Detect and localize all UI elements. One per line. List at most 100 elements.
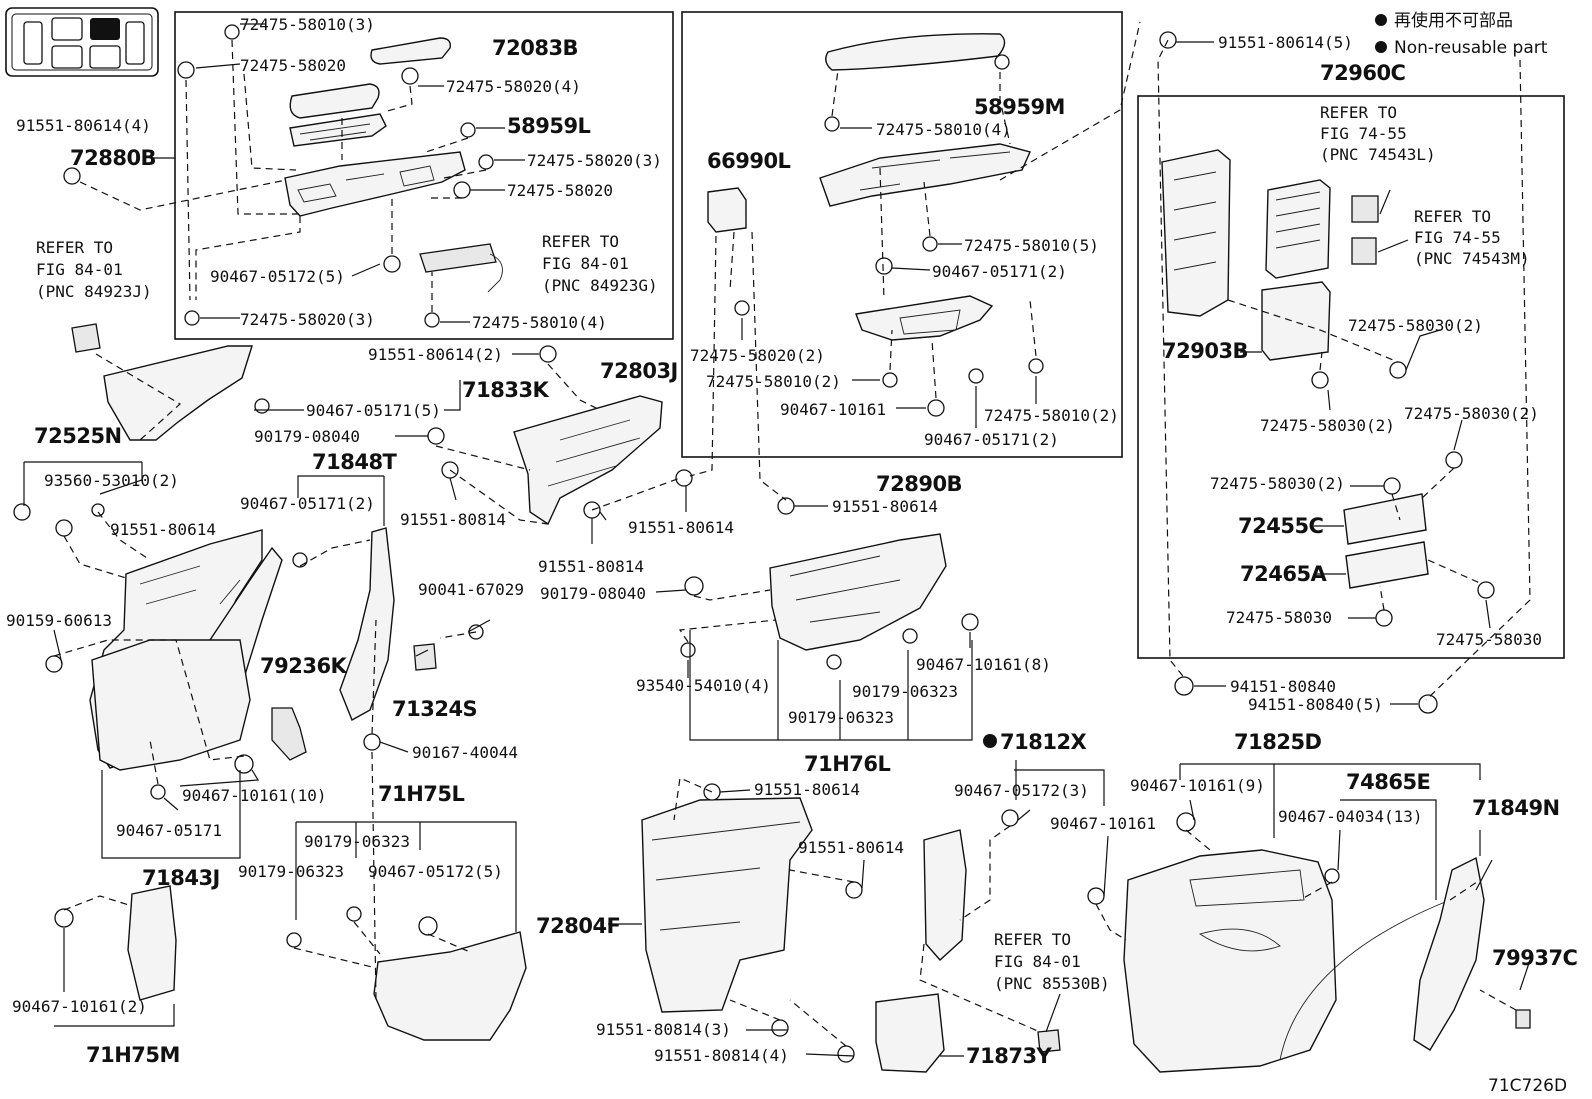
ref-note-line: REFER TO: [1414, 207, 1491, 226]
part-number-label: 72475-58030: [1436, 630, 1542, 649]
part-name-label: 72465A: [1240, 562, 1328, 586]
part-number-label: 93560-53010(2): [44, 471, 179, 490]
screw-icon: [224, 24, 240, 40]
bolt-icon: [777, 497, 795, 515]
part-number-label: 72475-58020(4): [446, 77, 581, 96]
part-shapes: [71, 33, 1531, 1073]
part-number-label: 90179-08040: [254, 427, 360, 446]
part-number-label: 72475-58020(2): [690, 346, 825, 365]
part-name-label: 74865E: [1346, 770, 1430, 794]
ref-note-line: FIG 74-55: [1320, 124, 1407, 143]
part-name-label: 71843J: [142, 866, 220, 890]
part-number-label: 90467-05171(5): [306, 401, 441, 420]
clip-icon: [383, 255, 401, 273]
clip-icon: [54, 908, 74, 928]
part-number-label: 72475-58010(5): [964, 236, 1099, 255]
part-number-label: 90467-05172(5): [368, 862, 503, 881]
ref-note-line: REFER TO: [542, 232, 619, 251]
part-number-label: 72475-58020(3): [240, 310, 375, 329]
part-name-label: 71H76L: [804, 752, 891, 776]
part-name-label: 72804F: [536, 914, 620, 938]
part-number-label: 72475-58010(2): [706, 372, 841, 391]
non-reusable-marker-icon: [1375, 14, 1387, 26]
part-number-label: 90179-06323: [852, 682, 958, 701]
assembly-box-72880B: [174, 11, 674, 340]
leader-lines: [23, 21, 1531, 1057]
ref-note-line: REFER TO: [1320, 103, 1397, 122]
non-reusable-marker-icon: [983, 734, 997, 748]
part-number-label: 90467-10161(2): [12, 997, 147, 1016]
part-number-label: 94151-80840(5): [1248, 695, 1383, 714]
part-number-label: 72475-58020: [507, 181, 613, 200]
reference-notes: REFER TO FIG 84-01 (PNC 84923J) REFER TO…: [36, 103, 1530, 993]
figure-code: 71C726D: [1488, 1076, 1567, 1096]
part-number-label: 72475-58020(3): [527, 151, 662, 170]
screw-icon: [1389, 361, 1407, 379]
ref-note-line: REFER TO: [36, 238, 113, 257]
part-labels: 72475-58010(3) 72083B 72475-58020 72475-…: [6, 15, 1578, 1096]
clip-icon: [927, 399, 945, 417]
bolt-icon: [177, 61, 195, 79]
part-number-label: 91551-80814(3): [596, 1020, 731, 1039]
clip-icon: [234, 754, 254, 774]
part-name-label: 66990L: [707, 149, 791, 173]
part-number-label: 90179-06323: [238, 862, 344, 881]
part-number-label: 72475-58030(2): [1348, 316, 1483, 335]
ref-note-line: FIG 84-01: [542, 254, 629, 273]
part-number-label: 91551-80814: [400, 510, 506, 529]
part-number-label: 90179-06323: [788, 708, 894, 727]
part-name-label: 58959L: [507, 114, 591, 138]
nut-icon: [1418, 694, 1438, 714]
clip-icon: [460, 122, 476, 138]
bolt-icon: [63, 167, 81, 185]
part-number-label: 93540-54010(4): [636, 676, 771, 695]
screw-icon: [478, 154, 494, 170]
part-number-label: 91551-80614: [110, 520, 216, 539]
bolt-icon: [675, 469, 693, 487]
screw-icon: [922, 236, 938, 252]
part-name-label: 71825D: [1234, 730, 1322, 754]
bolt-icon: [55, 519, 73, 537]
part-name-label: 71873Y: [966, 1044, 1053, 1068]
clip-icon: [150, 784, 166, 800]
part-name-label: 71849N: [1472, 796, 1560, 820]
screw-icon: [401, 67, 419, 85]
part-name-label: 71812X: [1000, 730, 1087, 754]
screw-icon: [453, 181, 471, 199]
part-number-label: 91551-80614: [754, 780, 860, 799]
ref-note-line: FIG 84-01: [994, 952, 1081, 971]
part-name-label: 71848T: [312, 450, 398, 474]
screw-icon: [363, 733, 381, 751]
clip-icon: [902, 628, 918, 644]
part-name-label: 72455C: [1238, 514, 1324, 538]
nut-icon: [1174, 676, 1194, 696]
part-number-label: 90467-05171(2): [932, 262, 1067, 281]
part-number-label: 90467-10161: [1050, 814, 1156, 833]
part-number-label: 90467-10161: [780, 400, 886, 419]
screw-icon: [91, 503, 105, 517]
clip-icon: [1176, 812, 1196, 832]
clip-icon: [254, 398, 270, 414]
part-name-label: 72083B: [492, 36, 578, 60]
bolt-icon: [45, 655, 63, 673]
screw-icon: [1477, 581, 1495, 599]
ref-note-line: (PNC 84923G): [542, 276, 658, 295]
screw-icon: [1375, 609, 1393, 627]
ref-note-line: (PNC 74543M): [1414, 249, 1530, 268]
bolt-icon: [771, 1019, 789, 1037]
part-name-label: 72803J: [600, 359, 678, 383]
part-number-label: 94151-80840: [1230, 677, 1336, 696]
screw-icon: [1028, 358, 1044, 374]
part-number-label: 72475-58010(2): [984, 406, 1119, 425]
part-number-label: 91551-80614: [628, 518, 734, 537]
screw-icon: [424, 312, 440, 328]
assembly-box-72960C: [1137, 95, 1565, 659]
screw-icon: [1445, 451, 1463, 469]
bolt-icon: [837, 1045, 855, 1063]
part-number-label: 90467-05171: [116, 821, 222, 840]
clip-icon: [1001, 809, 1019, 827]
part-number-label: 91551-80814: [538, 557, 644, 576]
ref-note-line: (PNC 74543L): [1320, 145, 1436, 164]
clip-icon: [961, 613, 979, 631]
